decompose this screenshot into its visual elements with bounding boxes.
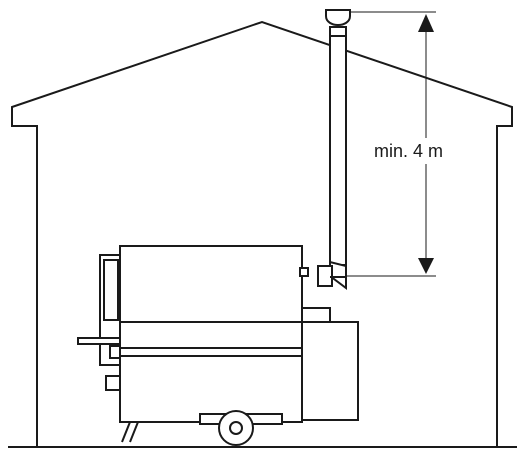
arrow-head-bottom xyxy=(418,258,434,274)
dimension-line xyxy=(346,11,436,277)
chimney-pipe xyxy=(329,26,347,266)
house-outline xyxy=(11,20,513,447)
arrow-head-top xyxy=(418,14,434,32)
chimney-cap xyxy=(325,9,351,27)
wheel xyxy=(199,410,283,446)
flue-elbow xyxy=(317,260,347,290)
dimension-label: min. 4 m xyxy=(374,141,443,161)
heater-unit xyxy=(77,245,359,443)
